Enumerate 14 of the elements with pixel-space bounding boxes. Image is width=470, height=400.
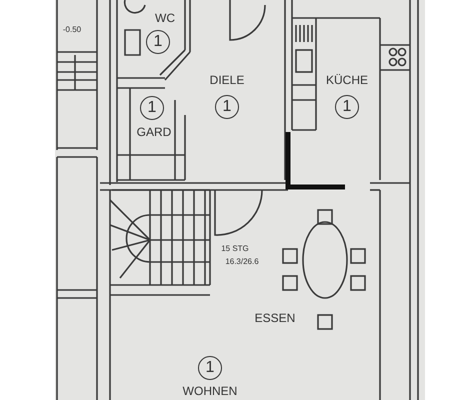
room-label: WC [155, 12, 175, 24]
room-label: KÜCHE [326, 74, 368, 86]
callout-number: 1 [198, 356, 222, 380]
room-label: ESSEN [254, 312, 296, 324]
callout-number: 1 [146, 30, 170, 54]
annotation-text: 16.3/26.6 [225, 258, 259, 266]
annotation-text: -0.50 [62, 26, 82, 34]
annotation-text: 15 STG [221, 245, 249, 253]
room-label: DIELE [210, 74, 244, 86]
callout-number: 1 [335, 95, 359, 119]
callout-number: 1 [140, 96, 164, 120]
room-label: WOHNEN [182, 385, 238, 397]
callout-number: 1 [215, 95, 239, 119]
room-label: GARD [136, 126, 172, 138]
